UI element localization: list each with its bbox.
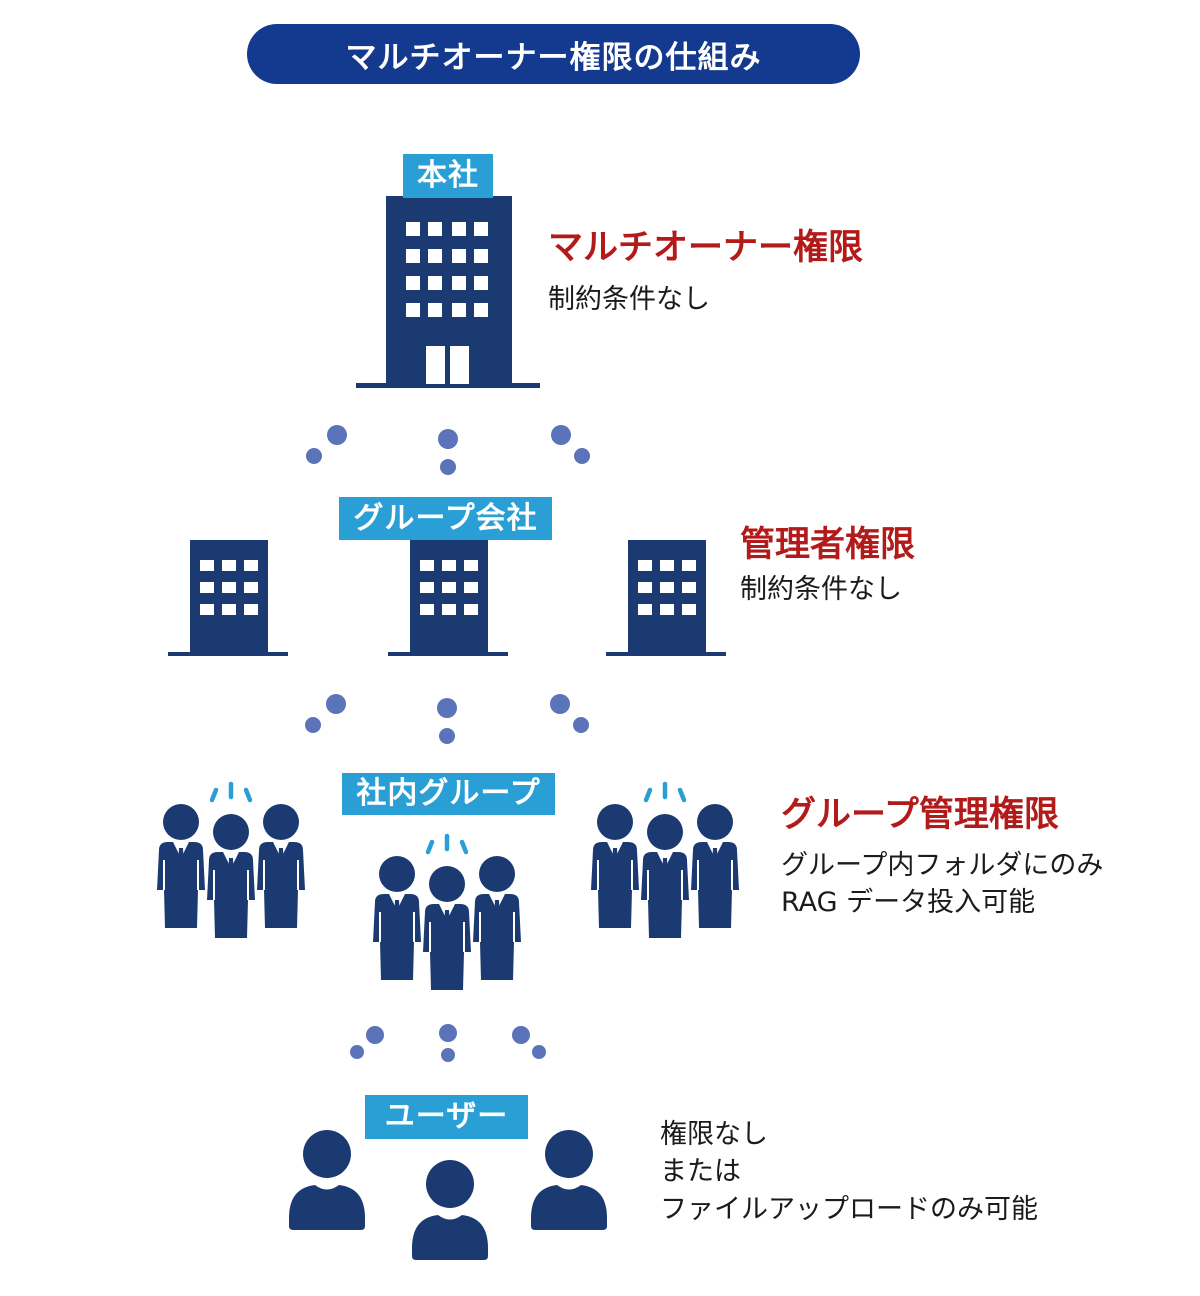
connector-dots-2 — [305, 694, 589, 744]
role-group-admin-desc-2: RAG データ投入可能 — [781, 887, 1036, 918]
role-user-desc-1: 権限なし — [660, 1119, 768, 1150]
role-group-admin: グループ管理権限 — [781, 795, 1059, 835]
role-group-admin-desc-1: グループ内フォルダにのみ — [781, 850, 1104, 881]
role-user-desc-3: ファイルアップロードのみ可能 — [660, 1194, 1038, 1225]
tier-label-user: ユーザー — [365, 1095, 528, 1139]
tier-label-group-company: グループ会社 — [339, 497, 552, 540]
headquarters-building-icon — [356, 196, 540, 388]
office-building-icon — [168, 540, 726, 656]
tier-label-internal-group: 社内グループ — [342, 773, 555, 815]
role-user-desc-2: または — [660, 1156, 741, 1187]
role-admin: 管理者権限 — [740, 525, 916, 565]
role-multi-owner-desc: 制約条件なし — [548, 284, 710, 315]
diagram-title: マルチオーナー権限の仕組み — [247, 24, 860, 84]
tier-label-headquarters: 本社 — [403, 154, 493, 198]
role-admin-desc: 制約条件なし — [740, 574, 902, 605]
connector-dots-3 — [350, 1024, 546, 1062]
connector-dots-1 — [306, 425, 590, 475]
role-multi-owner: マルチオーナー権限 — [548, 228, 864, 268]
user-icon — [289, 1130, 607, 1260]
